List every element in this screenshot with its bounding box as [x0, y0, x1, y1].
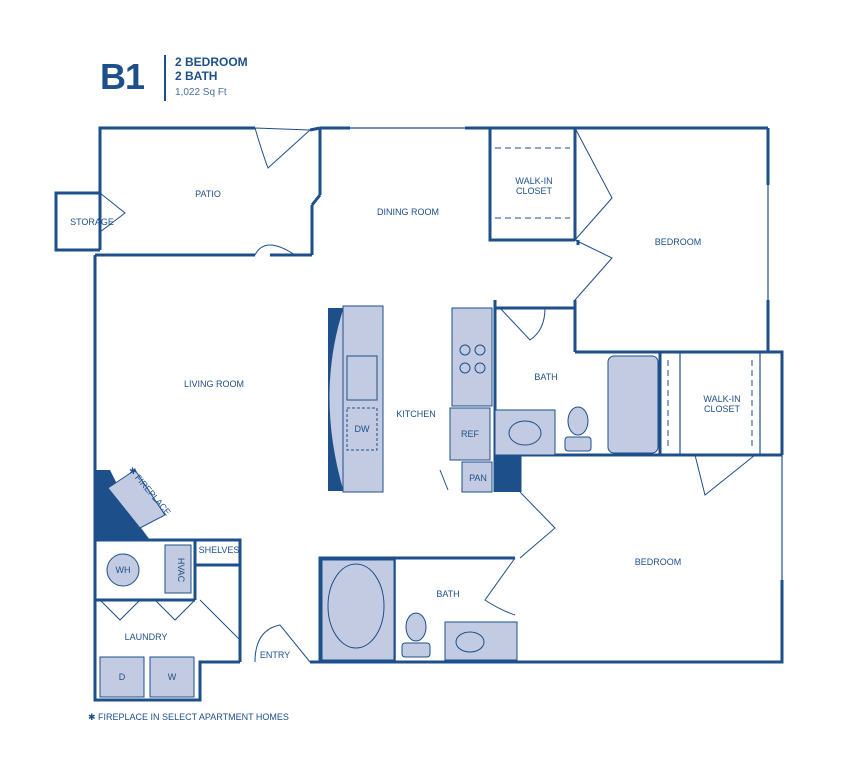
label-dryer: D	[119, 672, 126, 682]
pantry	[461, 461, 493, 493]
label-pan: PAN	[469, 473, 487, 483]
label-ref: REF	[461, 429, 480, 439]
washer	[149, 656, 195, 698]
fixtures	[99, 305, 659, 698]
toilet-2	[405, 612, 427, 642]
bedroom-count: 2 BEDROOM	[175, 55, 248, 69]
square-footage: 1,022 Sq Ft	[175, 87, 227, 98]
label-walkin-closet-1a: WALK-IN	[515, 176, 552, 186]
bathtub-1	[607, 355, 659, 454]
label-washer: W	[168, 672, 177, 682]
dryer	[99, 656, 145, 698]
label-living-room: LIVING ROOM	[184, 379, 244, 389]
wall-column	[495, 455, 520, 492]
label-dw: DW	[355, 424, 370, 434]
room-labels: PATIO STORAGE DINING ROOM WALK-IN CLOSET…	[70, 176, 741, 682]
label-dining-room: DINING ROOM	[377, 207, 439, 217]
toilet-1	[567, 406, 589, 436]
range	[451, 307, 493, 407]
label-hvac: HVAC	[176, 558, 186, 583]
closet-rods	[495, 147, 753, 448]
refrigerator	[449, 407, 491, 461]
label-laundry: LAUNDRY	[125, 632, 168, 642]
label-patio: PATIO	[195, 189, 221, 199]
label-bath-2: BATH	[436, 589, 459, 599]
label-storage: STORAGE	[70, 217, 114, 227]
island-curve	[328, 307, 344, 492]
label-walkin-closet-1b: CLOSET	[516, 186, 553, 196]
sink	[346, 355, 378, 401]
label-bedroom-1: BEDROOM	[655, 237, 702, 247]
label-walkin-closet-2b: CLOSET	[704, 404, 741, 414]
label-shelves: SHELVES	[199, 545, 240, 555]
label-entry: ENTRY	[260, 650, 290, 660]
hvac-unit	[164, 544, 192, 594]
bath-count: 2 BATH	[175, 69, 218, 83]
water-heater	[106, 553, 140, 587]
dishwasher	[346, 407, 378, 451]
header-divider	[164, 55, 166, 101]
label-kitchen: KITCHEN	[396, 409, 436, 419]
door-swings	[99, 127, 756, 663]
label-bedroom-2: BEDROOM	[635, 557, 682, 567]
label-wh: WH	[116, 565, 131, 575]
walls	[54, 126, 784, 702]
footnote: ✱ FIREPLACE IN SELECT APARTMENT HOMES	[88, 712, 289, 722]
label-bath-1: BATH	[534, 372, 557, 382]
fireplace-area	[95, 469, 166, 540]
plan-code: B1	[100, 56, 145, 97]
label-walkin-closet-2a: WALK-IN	[703, 394, 740, 404]
